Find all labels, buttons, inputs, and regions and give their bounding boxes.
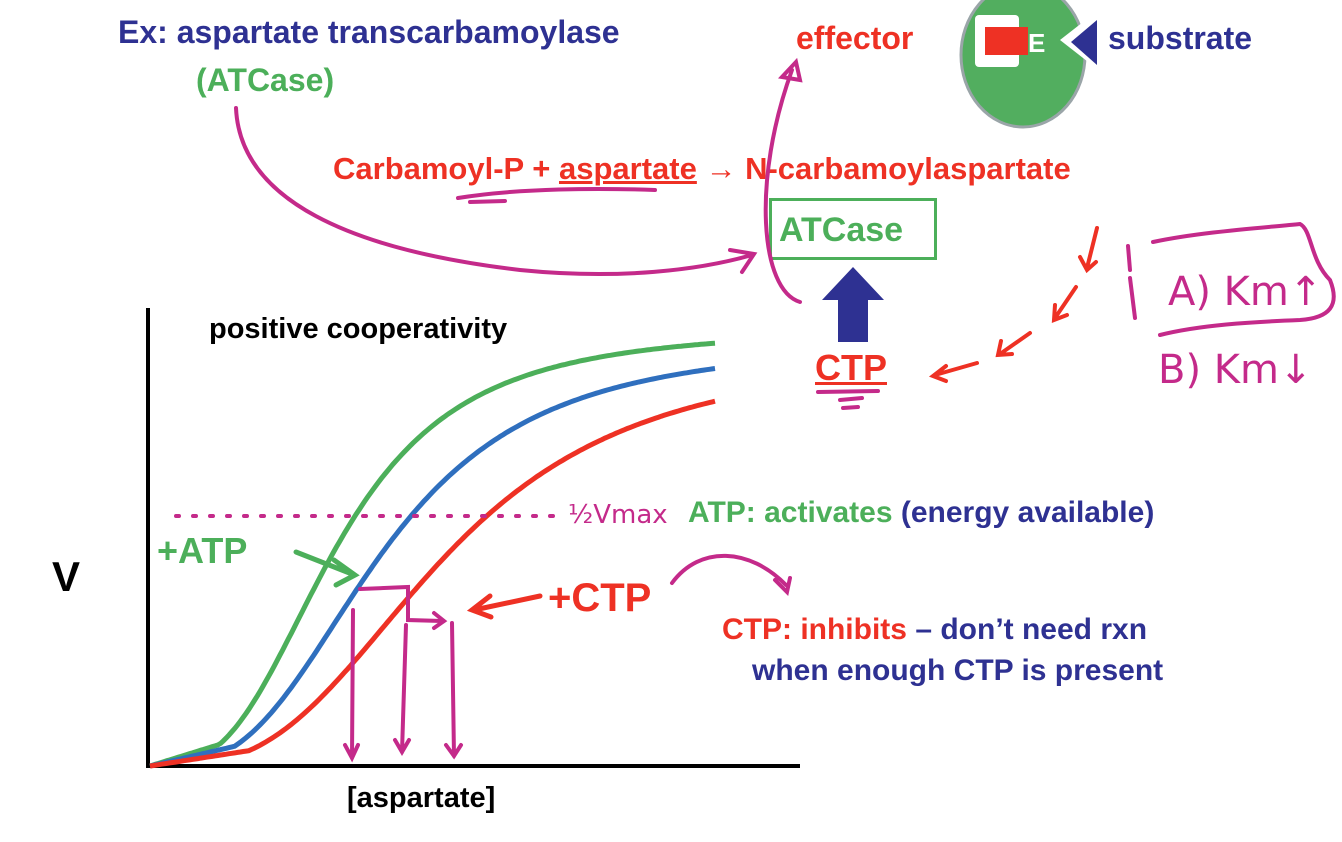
atcase-link-arrow [234, 106, 758, 276]
reactant-carbamoyl-p: Carbamoyl-P + [333, 151, 559, 186]
red-arrow-4 [928, 361, 979, 383]
x-axis-label: [aspartate] [347, 782, 496, 814]
km-atp-drop [343, 608, 360, 763]
ctp-note-prefix: CTP: inhibits [722, 613, 907, 646]
activation-up-arrow-icon [822, 267, 884, 342]
series-line-atp [149, 340, 716, 769]
ctp-series-label: +CTP [548, 576, 652, 620]
option-a-km-up: A) Km↑ [1168, 269, 1323, 315]
reactant-aspartate: aspartate [559, 151, 697, 186]
ctp-dashed-arrows [928, 226, 1099, 383]
atcase-box [769, 198, 937, 260]
km-drop-arrows [343, 584, 463, 763]
substrate-label: substrate [1108, 20, 1253, 56]
km-step-arrowhead [432, 611, 448, 630]
series-group [149, 340, 716, 769]
red-arrow-2 [1051, 285, 1078, 323]
series-line-no-effector [149, 366, 716, 769]
half-vmax-label: ½Vmax [568, 500, 668, 530]
effector-label: effector [796, 20, 914, 56]
enzyme-letter: E [1028, 28, 1046, 58]
ctp-note-curved-arrow [670, 553, 792, 597]
atp-pointer-arrow [293, 549, 360, 588]
option-b-km-down: B) Km↓ [1158, 347, 1313, 393]
atp-note: ATP: activates (energy available) [688, 498, 1154, 528]
aspartate-underline-scribble [456, 186, 657, 204]
ctp-to-effector-arrow [763, 57, 803, 304]
ctp-note: CTP: inhibits – don’t need rxn [722, 615, 1147, 645]
ctp-pointer-arrow [466, 593, 543, 620]
reaction-equation: Carbamoyl-P + aspartate → N-carbamoylasp… [333, 153, 1071, 184]
chart-title: positive cooperativity [209, 313, 508, 345]
atp-note-suffix: (energy available) [892, 496, 1155, 529]
km-ctp-drop [444, 621, 463, 760]
km-normal-drop [393, 623, 411, 756]
atp-series-label: +ATP [157, 530, 248, 571]
atp-note-prefix: ATP: activates [688, 496, 893, 529]
atcase-box-label: ATCase [779, 211, 904, 249]
ctp-inhibitor-label: CTP [815, 347, 887, 388]
substrate-triangle-icon [1071, 20, 1097, 65]
reaction-arrow: → [696, 151, 746, 186]
ctp-underline-scribble [816, 389, 880, 410]
red-arrow-1 [1078, 226, 1099, 274]
example-title: Ex: aspartate transcarbamoylase [118, 14, 620, 50]
red-arrow-3 [995, 331, 1032, 358]
effector-square-icon [985, 27, 1028, 55]
ctp-note-line2: when enough CTP is present [752, 654, 1164, 687]
series-line-ctp [149, 398, 716, 769]
y-axis-label: V [52, 553, 81, 600]
km-step-bracket [358, 584, 444, 623]
option-a-outline [1126, 221, 1336, 337]
atcase-abbrev: (ATCase) [196, 62, 335, 98]
ctp-note-suffix: – don’t need rxn [906, 613, 1148, 646]
product-n-carbamoylaspartate: N-carbamoylaspartate [745, 151, 1071, 186]
